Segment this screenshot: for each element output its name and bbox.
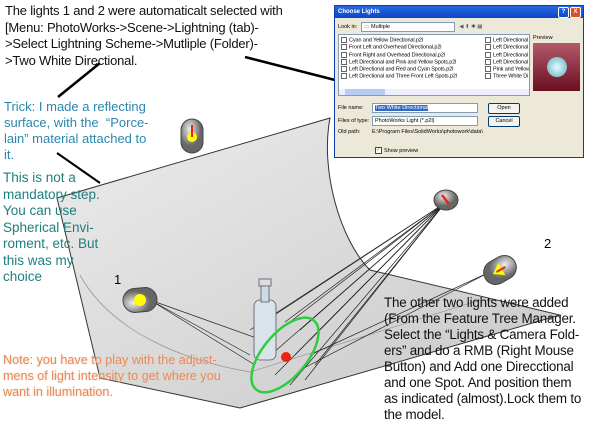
file-list-item[interactable]: Left Directional and Pink and Yellow Spo… (341, 59, 457, 66)
folder-icon: ▭ (364, 24, 371, 30)
preview-panel: Preview (533, 35, 580, 95)
file-list-item[interactable]: Left Directional and Red and Cyan Spots.… (341, 66, 457, 73)
directional-light-top (180, 118, 204, 154)
pointer-line (56, 152, 101, 184)
annotation-trick: Trick: I made a reflecting surface, with… (4, 99, 149, 162)
reflecting-surface (56, 117, 562, 409)
dialog-titlebar: Choose Lights ?X (335, 6, 583, 18)
annotation-other-lights: The other two lights were added (From th… (384, 295, 582, 422)
file-list-item[interactable]: Left Directional (485, 52, 529, 59)
old-path-label: Old path: (338, 129, 361, 135)
spot-target-ellipse (250, 316, 320, 394)
toolbar-icons[interactable]: ◀ ⬆ ✱ ▦ (459, 24, 483, 30)
file-list-item[interactable]: Front Right and Overhead Directional.p2l (341, 52, 457, 59)
file-name-input[interactable]: Two White Directional (372, 103, 478, 113)
look-in-label: Look in: (338, 24, 358, 30)
file-list-item[interactable]: Three White Di (485, 73, 529, 80)
preview-label: Preview (533, 35, 553, 41)
pointer-line (57, 62, 101, 98)
choose-lights-dialog: Choose Lights ?X Look in: ▭ Multiple ◀ ⬆… (334, 5, 584, 158)
close-button[interactable]: X (570, 7, 581, 18)
annotation-note: Note: you have to play with the adjust- … (3, 353, 221, 399)
look-in-select[interactable]: ▭ Multiple (361, 22, 456, 32)
files-of-type-select[interactable]: PhotoWorks Light (*.p2l) (372, 116, 478, 126)
preview-image (533, 43, 580, 91)
directional-light-1 (122, 287, 158, 313)
spot-light (433, 189, 459, 211)
cancel-button[interactable]: Cancel (488, 116, 520, 127)
light-2-label: 2 (544, 236, 552, 251)
open-button[interactable]: Open (488, 103, 520, 114)
file-list-item[interactable]: Cyan and Yellow Directional.p2l (341, 37, 457, 44)
show-preview-label: Show preview (384, 147, 419, 154)
show-preview-checkbox[interactable]: ✓ (375, 147, 382, 154)
directional-light-2 (483, 255, 517, 285)
spot-target-dot (281, 352, 291, 362)
look-in-value: Multiple (371, 24, 390, 30)
annotation-mandatory: This is not a mandatory step. You can us… (3, 170, 100, 284)
file-list-item[interactable]: Left Directional (485, 44, 529, 51)
file-name-label: File name: (338, 105, 364, 111)
files-of-type-label: Files of type: (338, 118, 370, 124)
files-of-type-value: PhotoWorks Light (*.p2l) (375, 118, 435, 124)
file-list-item[interactable]: Pink and Yellow (485, 66, 529, 73)
file-list-item[interactable]: Left Directional (485, 59, 529, 66)
dialog-title: Choose Lights (338, 9, 380, 15)
old-path-value: E:\Program Files\SolidWorks\photowork\da… (372, 129, 483, 135)
bottle (253, 278, 277, 361)
file-list-item[interactable]: Left Directional and Three Front Left Sp… (341, 73, 457, 80)
annotation-top: The lights 1 and 2 were automaticalt sel… (5, 3, 283, 68)
file-list-item[interactable]: Left Directional (485, 37, 529, 44)
light-rays (149, 202, 491, 386)
file-name-value: Two White Directional (375, 105, 429, 111)
pointer-line (244, 55, 336, 82)
light-1-label: 1 (114, 272, 122, 287)
help-button[interactable]: ? (558, 7, 569, 18)
horizontal-scrollbar[interactable] (339, 89, 529, 95)
file-list-item[interactable]: Front Left and Overhead Directional.p2l (341, 44, 457, 51)
